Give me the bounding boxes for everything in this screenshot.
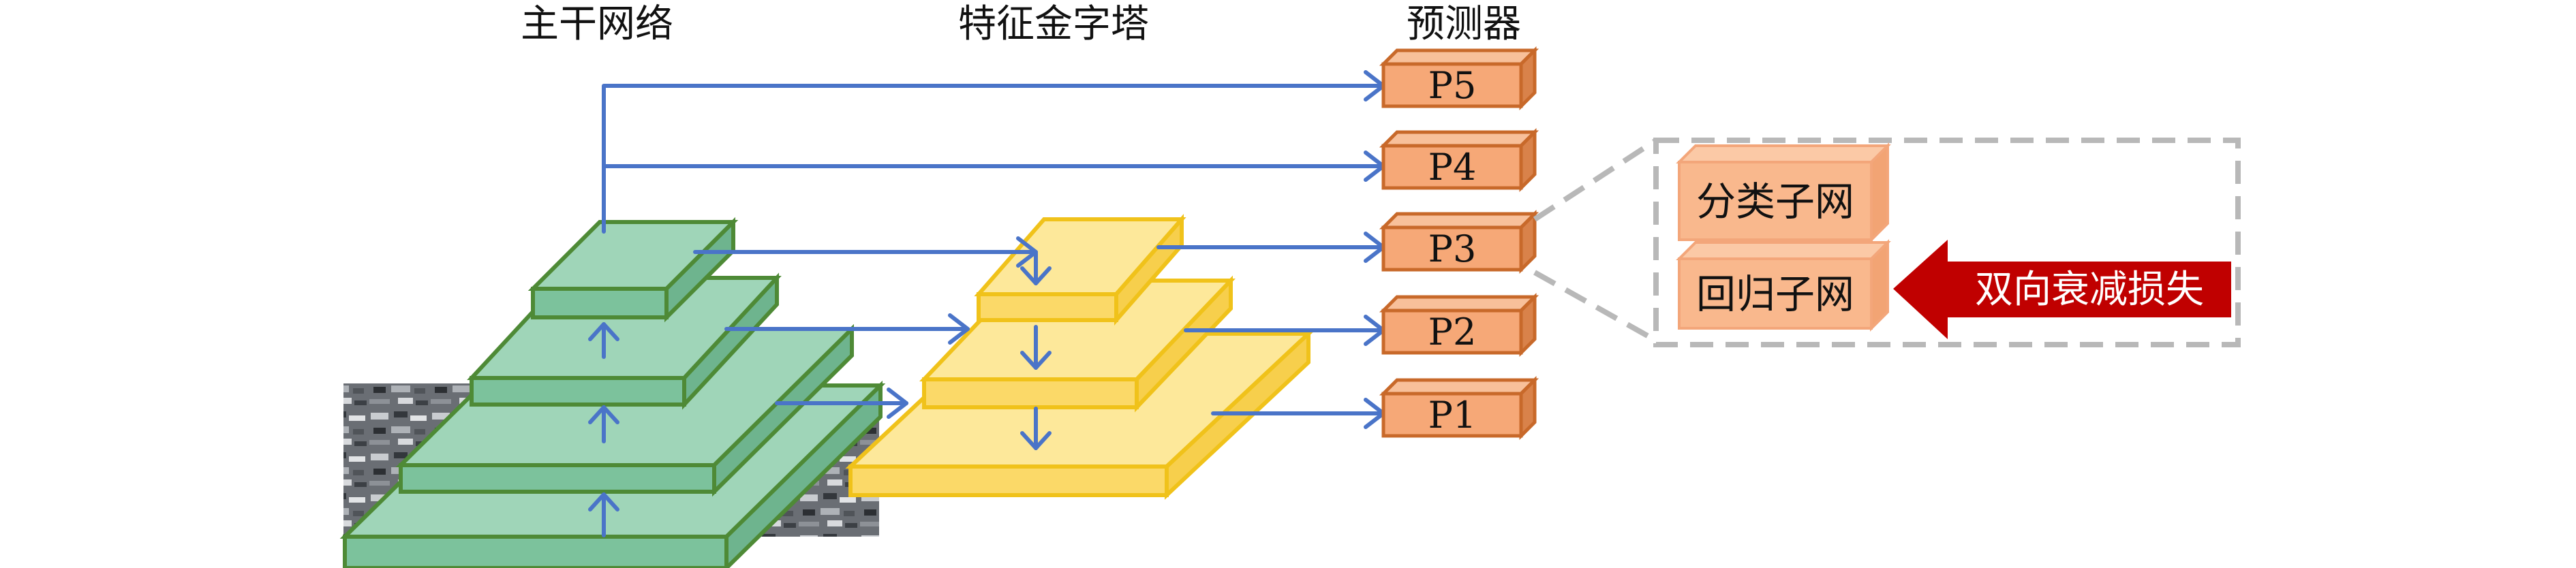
predictor-label: P4	[1428, 146, 1477, 189]
backbone-slab-3	[467, 272, 782, 410]
arrow-up-3-head	[588, 322, 619, 341]
connection-arrows	[588, 70, 1385, 537]
classification-subnet-label: 分类子网	[1696, 178, 1854, 225]
arrow-lateral-mid-head	[948, 313, 970, 345]
arrow-down-2-head	[1020, 351, 1052, 370]
arrow-down-3-head	[1020, 431, 1052, 450]
loss-label: 双向衰减损失	[1975, 268, 2204, 312]
predictor-title: 预测器	[1407, 2, 1521, 46]
subnet-callout	[1533, 138, 2241, 347]
callout-line-bottom	[1533, 270, 1657, 343]
backbone-title: 主干网络	[521, 2, 673, 46]
backbone-slab-4	[527, 217, 739, 323]
arrow-up-2-head	[588, 405, 619, 424]
arrow-up-1-head	[588, 492, 619, 511]
predictor-label: P5	[1428, 64, 1477, 107]
predictor-p1: P1	[1379, 375, 1539, 441]
arrow-backbone-to-p5	[602, 84, 1385, 234]
regression-subnet-label: 回归子网	[1696, 271, 1854, 317]
predictor-p4: P4	[1379, 127, 1539, 193]
predictor-p2: P2	[1379, 292, 1539, 358]
arrow-down-1-head	[1020, 266, 1052, 285]
predictor-label: P2	[1428, 311, 1477, 353]
predictor-p3: P3	[1379, 209, 1539, 274]
callout-line-top	[1533, 138, 1658, 222]
callout-dashed-box	[1653, 138, 2241, 347]
fpn-title: 特征金字塔	[958, 2, 1149, 46]
bidirectional-decay-loss-arrow: 双向衰减损失	[1893, 240, 2231, 339]
classification-subnet-box: 分类子网	[1676, 142, 1891, 243]
regression-subnet-box: 回归子网	[1676, 239, 1891, 332]
predictor-label: P3	[1428, 227, 1477, 270]
arrow-lateral-low-head	[887, 388, 908, 419]
predictor-p5: P5	[1379, 46, 1539, 111]
predictor-label: P1	[1428, 394, 1477, 437]
